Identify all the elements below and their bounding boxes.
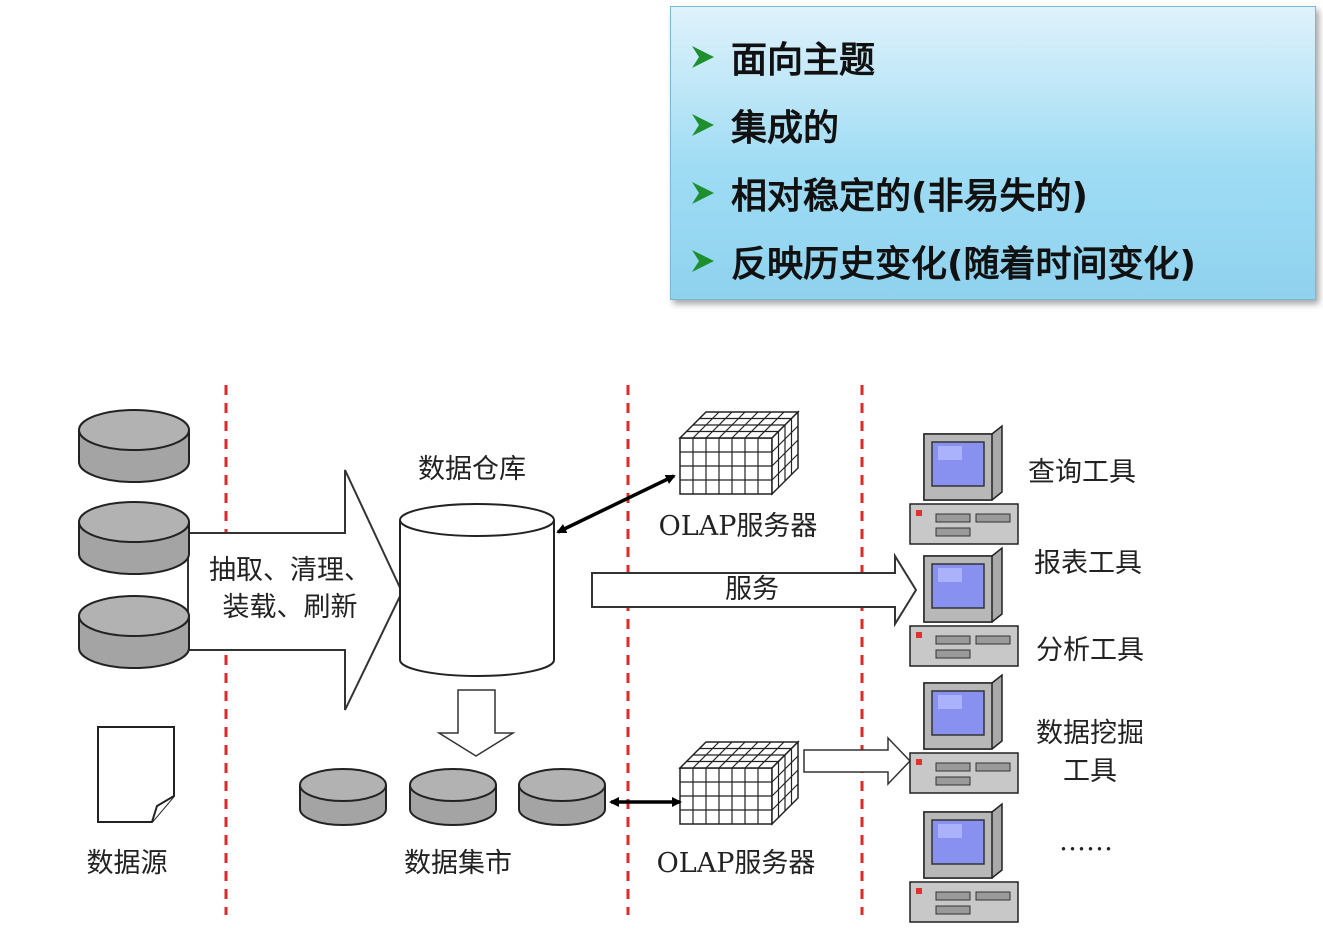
feature-item: 反映历史变化(随着时间变化) xyxy=(689,233,1196,289)
datamart-disk-icon xyxy=(518,768,606,826)
tool-more-label: …… xyxy=(1059,826,1113,857)
source-disk-icon xyxy=(78,409,190,483)
etl-arrow xyxy=(187,469,404,711)
down-arrow xyxy=(436,689,516,757)
service-arrow xyxy=(591,552,918,628)
olap-cube-icon xyxy=(679,741,799,825)
source-label: 数据源 xyxy=(87,848,168,879)
tool-mining-label-line2: 工具 xyxy=(1063,756,1117,787)
mining-arrow xyxy=(803,736,912,786)
green-arrow-icon xyxy=(692,114,714,136)
green-arrow-icon xyxy=(692,46,714,68)
olap-label-top: OLAP服务器 xyxy=(659,511,818,542)
warehouse-cylinder-icon xyxy=(399,520,555,677)
etl-label-line2: 装载、刷新 xyxy=(223,592,358,623)
source-disk-icon xyxy=(78,501,190,575)
computer-icon xyxy=(909,425,1019,545)
computer-icon xyxy=(909,803,1019,923)
feature-item: 面向主题 xyxy=(689,29,875,85)
green-arrow-icon xyxy=(692,182,714,204)
datamart-disk-icon xyxy=(409,768,497,826)
tool-analysis-label: 分析工具 xyxy=(1036,635,1144,666)
double-arrow xyxy=(556,474,676,534)
computer-icon xyxy=(909,547,1019,667)
olap-label-bottom: OLAP服务器 xyxy=(657,848,816,879)
feature-label: 相对稳定的(非易失的) xyxy=(731,176,1088,217)
datamart-disk-icon xyxy=(299,768,387,826)
warehouse-label: 数据仓库 xyxy=(418,454,526,485)
green-arrow-icon xyxy=(692,250,714,272)
etl-label-line1: 抽取、清理、 xyxy=(209,555,371,586)
tool-report-label: 报表工具 xyxy=(1034,548,1142,579)
feature-label: 反映历史变化(随着时间变化) xyxy=(731,244,1196,285)
computer-icon xyxy=(909,674,1019,794)
service-label: 服务 xyxy=(725,574,779,605)
feature-callout: 面向主题 集成的 相对稳定的(非易失的) 反映历史变化(随着时间变化) xyxy=(670,6,1316,300)
datamart-label: 数据集市 xyxy=(404,848,512,879)
feature-label: 集成的 xyxy=(731,108,840,149)
tool-query-label: 查询工具 xyxy=(1028,457,1136,488)
feature-item: 相对稳定的(非易失的) xyxy=(689,165,1088,221)
olap-cube-icon xyxy=(679,411,799,495)
feature-label: 面向主题 xyxy=(731,40,876,81)
feature-item: 集成的 xyxy=(689,97,839,153)
source-disk-icon xyxy=(78,595,190,669)
tool-mining-label-line1: 数据挖掘 xyxy=(1036,718,1144,749)
